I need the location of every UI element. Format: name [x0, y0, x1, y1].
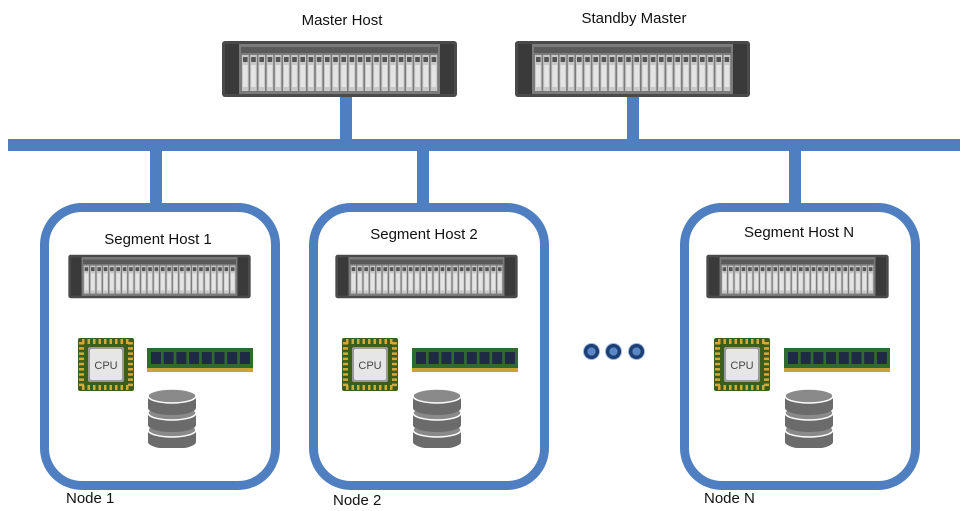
memory-module-icon — [147, 348, 253, 372]
segment-host-n-connector — [789, 148, 801, 208]
memory-module-icon — [784, 348, 890, 372]
segment-host-2-server — [335, 254, 518, 299]
master-host-server — [222, 41, 457, 97]
master-host-label: Master Host — [301, 12, 383, 29]
cpu-icon: CPU — [78, 338, 134, 391]
svg-text:CPU: CPU — [730, 360, 753, 372]
memory-module-icon — [412, 348, 518, 372]
segment-host-n-label: Segment Host N — [743, 224, 855, 241]
node-1-label: Node 1 — [66, 490, 115, 507]
segment-host-1-disk — [147, 388, 197, 448]
server-rack-icon — [706, 254, 889, 299]
segment-host-n-disk — [784, 388, 834, 448]
segment-host-n-memory — [784, 348, 890, 372]
segment-host-1-cpu: CPU — [78, 338, 134, 391]
segment-host-2-disk — [412, 388, 462, 448]
segment-host-1-server — [68, 254, 251, 299]
disk-storage-icon — [412, 388, 462, 448]
segment-host-2-cpu: CPU — [342, 338, 398, 391]
server-rack-icon — [68, 254, 251, 299]
ellipsis-dot — [583, 343, 600, 360]
segment-host-1-memory — [147, 348, 253, 372]
server-rack-icon — [515, 41, 750, 97]
cpu-icon: CPU — [342, 338, 398, 391]
ellipsis-dot — [628, 343, 645, 360]
ellipsis-dot — [605, 343, 622, 360]
server-rack-icon — [222, 41, 457, 97]
server-rack-icon — [335, 254, 518, 299]
standby-master-label: Standby Master — [581, 10, 687, 27]
disk-storage-icon — [784, 388, 834, 448]
segment-host-n-cpu: CPU — [714, 338, 770, 391]
standby-master-connector — [627, 96, 639, 141]
segment-host-2-memory — [412, 348, 518, 372]
node-2-label: Node 2 — [333, 492, 382, 509]
standby-master-server — [515, 41, 750, 97]
segment-host-1-connector — [150, 148, 162, 208]
segment-host-2-connector — [417, 148, 429, 208]
disk-storage-icon — [147, 388, 197, 448]
master-host-connector — [340, 96, 352, 141]
segment-host-1-label: Segment Host 1 — [104, 231, 212, 248]
segment-host-2-label: Segment Host 2 — [370, 226, 478, 243]
cpu-icon: CPU — [714, 338, 770, 391]
node-n-label: Node N — [704, 490, 755, 507]
svg-text:CPU: CPU — [94, 360, 117, 372]
svg-text:CPU: CPU — [358, 360, 381, 372]
segment-host-n-server — [706, 254, 889, 299]
network-bus — [8, 139, 960, 151]
